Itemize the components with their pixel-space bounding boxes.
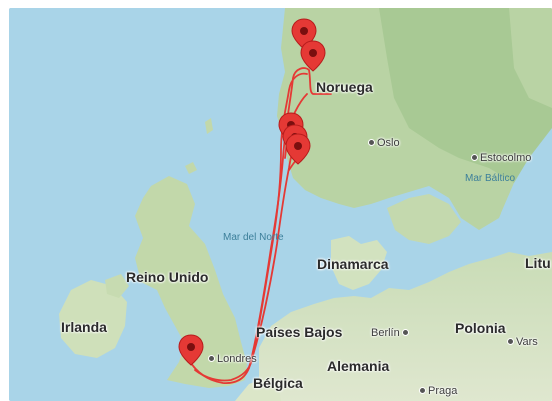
label-prague: Praga xyxy=(419,386,457,397)
denmark-land xyxy=(331,236,387,290)
map-canvas[interactable] xyxy=(9,8,552,401)
label-london-text: Londres xyxy=(217,353,257,365)
ireland-land xyxy=(59,280,127,358)
northern-ireland-land xyxy=(105,274,129,298)
label-warsaw: Vars xyxy=(507,337,538,348)
south-sweden-land xyxy=(387,194,461,244)
label-prague-text: Praga xyxy=(428,385,458,397)
label-netherlands: Países Bajos xyxy=(256,324,343,340)
label-berlin-text: Berlín xyxy=(371,327,400,339)
label-ireland: Irlanda xyxy=(61,319,107,335)
label-united-kingdom: Reino Unido xyxy=(126,269,209,285)
label-berlin: Berlín xyxy=(371,328,411,339)
route-markers[interactable] xyxy=(178,18,326,366)
city-dot-icon xyxy=(471,153,478,161)
great-britain-land xyxy=(135,176,247,388)
city-dot-icon xyxy=(507,337,514,345)
city-dot-icon xyxy=(368,138,375,146)
route-line-2 xyxy=(194,72,308,382)
map-pin-icon[interactable] xyxy=(300,40,326,72)
label-poland: Polonia xyxy=(455,320,506,336)
baltic-sea xyxy=(501,128,552,253)
label-norway: Noruega xyxy=(316,79,373,95)
city-dot-icon xyxy=(208,354,215,362)
label-oslo-text: Oslo xyxy=(377,137,400,149)
map-pin-icon[interactable] xyxy=(178,334,204,366)
city-dot-icon xyxy=(419,386,426,394)
label-lithuania: Litu xyxy=(525,255,551,271)
label-baltic-sea: Mar Báltico xyxy=(465,173,516,184)
label-germany: Alemania xyxy=(327,358,390,374)
label-stockholm-text: Estocolmo xyxy=(480,152,532,164)
continental-europe-land xyxy=(259,252,552,401)
orkney-islands xyxy=(185,162,197,174)
label-belgium: Bélgica xyxy=(253,375,303,391)
shetland-islands xyxy=(205,118,213,134)
france-land xyxy=(235,378,281,401)
city-dot-icon xyxy=(401,328,409,336)
label-north-sea: Mar del Norte xyxy=(223,232,284,243)
map-pin-icon[interactable] xyxy=(285,133,311,165)
label-oslo: Oslo xyxy=(368,138,400,149)
route-map[interactable]: Noruega Oslo Estocolmo Mar Báltico Mar d… xyxy=(9,8,552,401)
finland-land xyxy=(509,8,552,108)
label-london: Londres xyxy=(208,354,257,365)
label-stockholm: Estocolmo xyxy=(471,153,531,164)
sweden-forest xyxy=(379,8,552,183)
label-warsaw-text: Vars xyxy=(516,336,538,348)
label-denmark: Dinamarca xyxy=(317,256,389,272)
